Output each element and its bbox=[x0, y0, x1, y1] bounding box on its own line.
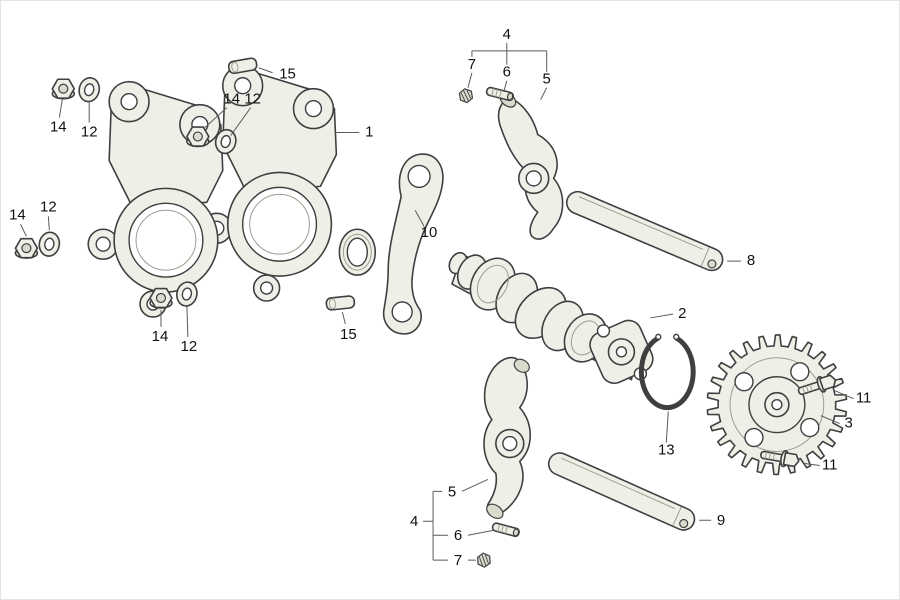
adjuster-screw bbox=[474, 551, 494, 570]
callout-5-bottom: 5 bbox=[448, 483, 456, 500]
callout-10: 10 bbox=[421, 224, 438, 241]
callout-11-upper: 11 bbox=[856, 390, 872, 407]
callout-6-bottom: 6 bbox=[454, 527, 462, 544]
flange-nut bbox=[149, 287, 173, 309]
cam-sprocket bbox=[706, 334, 848, 476]
callout-8: 8 bbox=[747, 252, 755, 269]
callout-2: 2 bbox=[678, 305, 686, 322]
flange-nut bbox=[14, 237, 39, 259]
callout-9: 9 bbox=[717, 512, 725, 529]
callout-11-lower: 11 bbox=[822, 456, 838, 473]
circlip bbox=[638, 333, 696, 411]
callout-7-top: 7 bbox=[468, 56, 476, 73]
callout-12-topmid: 12 bbox=[244, 91, 261, 108]
callout-6-top: 6 bbox=[503, 64, 511, 81]
dowel-pin bbox=[325, 294, 356, 312]
callout-12-midleft: 12 bbox=[40, 198, 57, 215]
rocker-shaft-upper bbox=[565, 190, 724, 272]
flange-nut bbox=[51, 78, 76, 100]
rocker-shaft-lower bbox=[547, 452, 696, 531]
camshaft-collar bbox=[338, 228, 377, 276]
camshaft-holder-rear bbox=[201, 64, 338, 302]
callout-4-top: 4 bbox=[503, 26, 511, 43]
support-plate bbox=[382, 153, 444, 335]
callout-3: 3 bbox=[845, 415, 853, 432]
callout-12-topleft: 12 bbox=[81, 124, 98, 141]
callout-14-topmid: 14 bbox=[223, 91, 240, 108]
rocker-arm-lower bbox=[483, 356, 531, 519]
leader-lines bbox=[19, 67, 854, 561]
callout-1: 1 bbox=[365, 124, 373, 141]
adjuster-pin bbox=[491, 521, 521, 538]
callout-14-topleft: 14 bbox=[50, 119, 67, 136]
washer bbox=[36, 229, 63, 259]
callout-4-bottom: 4 bbox=[410, 513, 418, 530]
callout-7-bottom: 7 bbox=[454, 552, 462, 569]
callout-14-midleft: 14 bbox=[9, 206, 26, 223]
washer bbox=[75, 74, 103, 105]
callout-group-brackets bbox=[423, 42, 548, 561]
rocker-arm-upper bbox=[497, 91, 564, 240]
camshaft-holder-front bbox=[87, 80, 224, 318]
callout-12-lowleft: 12 bbox=[181, 338, 198, 355]
callout-13: 13 bbox=[658, 441, 675, 458]
callout-14-lowleft: 14 bbox=[152, 328, 169, 345]
callout-15-mid: 15 bbox=[340, 326, 357, 343]
adjuster-screw bbox=[456, 86, 476, 105]
callout-5-top: 5 bbox=[543, 71, 551, 88]
camshaft bbox=[448, 251, 654, 385]
callout-15-top: 15 bbox=[279, 66, 296, 83]
flange-nut bbox=[186, 126, 210, 148]
